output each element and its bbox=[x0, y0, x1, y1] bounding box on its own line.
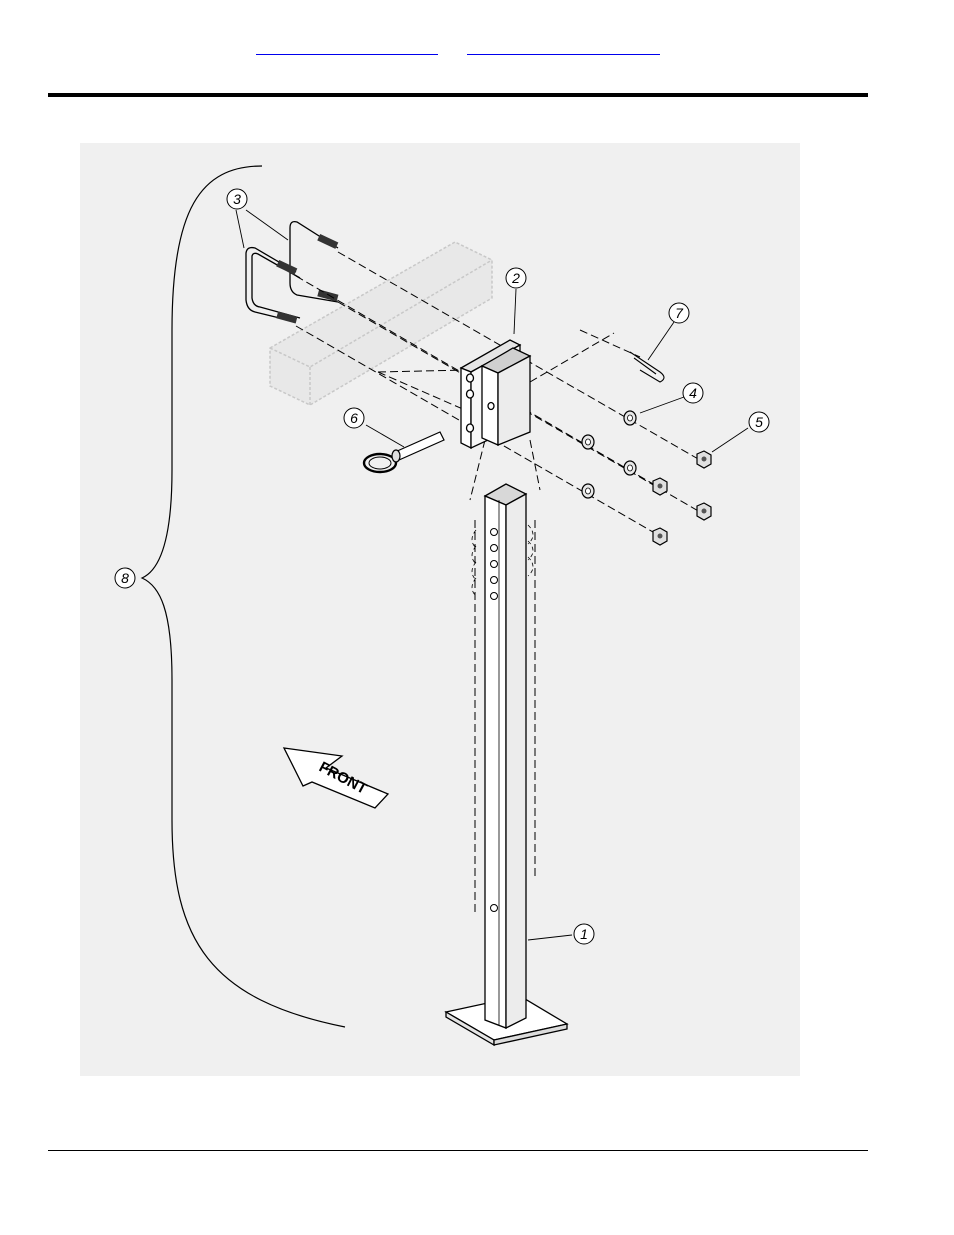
callout-2: 2 bbox=[506, 268, 526, 288]
svg-text:2: 2 bbox=[511, 270, 520, 286]
lock-washers-part bbox=[582, 411, 636, 498]
lock-nut-holes bbox=[658, 457, 707, 539]
hair-pin-part bbox=[630, 352, 664, 382]
assembly-brace bbox=[142, 166, 345, 1027]
svg-text:4: 4 bbox=[689, 385, 697, 401]
lock-nuts-part bbox=[653, 451, 711, 545]
callout-7: 7 bbox=[669, 303, 689, 323]
toolbar-tube-ghost bbox=[270, 242, 492, 405]
svg-text:1: 1 bbox=[580, 926, 588, 942]
callout-6: 6 bbox=[344, 408, 364, 428]
svg-text:3: 3 bbox=[233, 191, 241, 207]
lock-washer-holes bbox=[586, 415, 633, 494]
front-direction-arrow: FRONT bbox=[284, 748, 388, 808]
callout-5: 5 bbox=[749, 412, 769, 432]
callout-4: 4 bbox=[683, 383, 703, 403]
footer-rule bbox=[48, 1150, 868, 1151]
svg-text:6: 6 bbox=[350, 410, 358, 426]
callout-3: 3 bbox=[227, 189, 247, 209]
hitch-pin-part bbox=[364, 432, 444, 472]
callout-1: 1 bbox=[574, 924, 594, 944]
callout-8: 8 bbox=[115, 568, 135, 588]
svg-text:8: 8 bbox=[121, 570, 129, 586]
svg-text:7: 7 bbox=[675, 305, 684, 321]
svg-text:5: 5 bbox=[755, 414, 763, 430]
u-bolt-threads bbox=[276, 234, 338, 323]
mounting-bracket-part bbox=[461, 340, 530, 448]
stand-tube-part bbox=[446, 484, 567, 1045]
